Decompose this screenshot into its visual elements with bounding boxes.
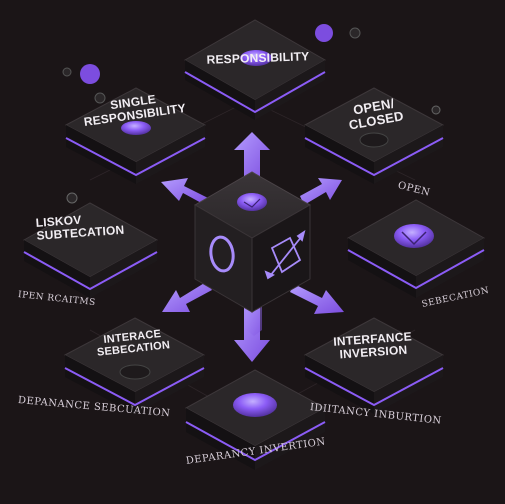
tile-open-closed[interactable] — [303, 87, 445, 184]
decor-circle-icon — [62, 24, 441, 204]
arrow-up-right — [300, 178, 342, 205]
tile-interface-inversion[interactable] — [303, 317, 445, 414]
tile-interface-segregation[interactable] — [63, 317, 206, 414]
tile-single-responsibility[interactable] — [64, 87, 207, 184]
diamond-diagonal-icon — [264, 229, 306, 280]
tile-right-middle[interactable] — [346, 199, 486, 298]
tile-top[interactable] — [183, 19, 327, 120]
tile-bottom[interactable] — [184, 369, 327, 470]
arrow-down-left — [162, 282, 212, 312]
central-cube[interactable] — [194, 171, 312, 313]
circle-outline-icon — [209, 235, 235, 273]
arrow-down-right — [290, 284, 344, 314]
arrow-up-left — [161, 178, 208, 205]
tile-liskov[interactable] — [22, 202, 159, 298]
arrow-up — [234, 132, 270, 182]
